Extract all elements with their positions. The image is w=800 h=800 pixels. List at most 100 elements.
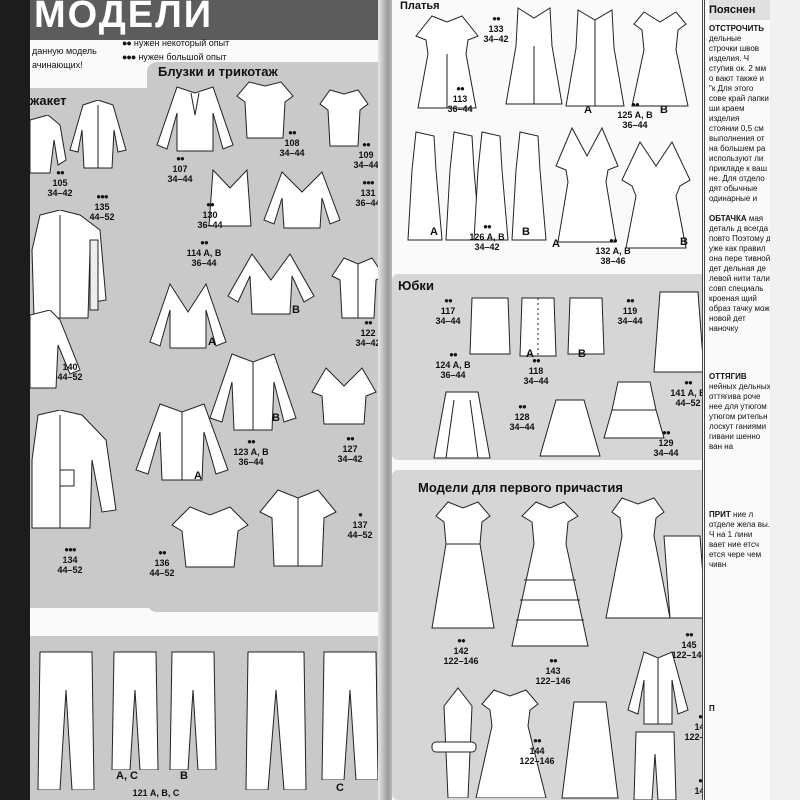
section-title-skirts: Юбки bbox=[398, 278, 434, 293]
pants-sketch bbox=[244, 650, 308, 790]
legend-item: ●●●нужен большой опыт bbox=[122, 52, 227, 62]
tshirt-sketch bbox=[235, 80, 295, 140]
section-title-blouses: Блузки и трикотаж bbox=[158, 64, 278, 79]
shirt-sketch bbox=[134, 402, 230, 482]
variant-letter: B bbox=[522, 226, 530, 238]
dress-sketch bbox=[412, 14, 482, 110]
skirt-sketch bbox=[518, 296, 558, 358]
dress-sketch bbox=[630, 10, 690, 108]
jacket-sketch bbox=[30, 310, 90, 390]
communion-dress-sketch bbox=[428, 500, 498, 630]
right-edge bbox=[770, 0, 800, 800]
dress-sketch bbox=[618, 140, 694, 250]
top-sketch bbox=[205, 168, 255, 228]
blouse-sketch bbox=[155, 85, 235, 155]
explanation-paragraph: ОБТАЧКА мая деталь д всегда повто Поэтом… bbox=[709, 214, 770, 333]
shirt-sketch bbox=[208, 352, 298, 432]
variant-letter: B bbox=[180, 770, 188, 782]
dress-sketch bbox=[406, 130, 482, 242]
variant-letter: A bbox=[552, 238, 560, 250]
variant-letter: A bbox=[526, 348, 534, 360]
explanation-paragraph: ОТСТРОЧИТЬ дельные строчки швов изделия.… bbox=[709, 24, 769, 203]
jacket-sketch bbox=[626, 650, 690, 726]
dress-sketch bbox=[564, 8, 626, 108]
section-title-jacket: жакет bbox=[30, 93, 67, 108]
skirt-sketch bbox=[602, 380, 666, 440]
variant-letter: A bbox=[584, 104, 592, 116]
pants-sketch bbox=[632, 730, 678, 800]
explanations-title: Пояснен bbox=[709, 0, 770, 20]
pants-sketch bbox=[110, 650, 160, 770]
section-title-communion: Модели для первого причастия bbox=[418, 480, 623, 495]
variant-letter: A, C bbox=[116, 770, 138, 782]
skirt-sketch bbox=[560, 700, 620, 800]
legend-item: ачинающих! bbox=[32, 60, 83, 70]
skirt-sketch bbox=[566, 296, 606, 356]
dress-sketch bbox=[552, 126, 622, 244]
tshirt-sketch bbox=[318, 88, 370, 148]
variant-letter: A bbox=[430, 226, 438, 238]
skirt-sketch bbox=[468, 296, 512, 356]
top-sketch bbox=[262, 170, 342, 230]
tshirt-sketch bbox=[170, 505, 250, 569]
shirt-sketch bbox=[330, 256, 385, 320]
tshirt-sketch bbox=[258, 488, 338, 568]
pants-sketch bbox=[168, 650, 218, 770]
model-label: 121 A, B, C bbox=[132, 788, 180, 798]
explanations-column: Пояснен ОТСТРОЧИТЬ дельные строчки швов … bbox=[702, 0, 770, 800]
explanation-paragraph: П bbox=[709, 704, 715, 713]
header-band: МОДЕЛИ bbox=[30, 0, 385, 40]
variant-letter: B bbox=[578, 348, 586, 360]
jacket-sketch bbox=[30, 115, 70, 175]
explanation-paragraph: ПРИТ ние л отделе жела вы. Ч на 1 лини в… bbox=[709, 510, 770, 569]
jacket-sketch bbox=[68, 100, 128, 170]
explanation-paragraph: ОТТЯГИВ нейных дельных оттягива роче нее… bbox=[709, 372, 770, 451]
coat-sketch bbox=[30, 410, 120, 530]
jacket-sketch bbox=[30, 210, 110, 320]
communion-dress-sketch bbox=[428, 686, 558, 798]
variant-letter: C bbox=[336, 782, 344, 794]
skirt-sketch bbox=[432, 390, 492, 460]
pants-sketch bbox=[36, 650, 96, 790]
legend-item: данную модель bbox=[32, 46, 97, 56]
variant-letter: B bbox=[272, 412, 280, 424]
sweater-sketch bbox=[148, 282, 228, 352]
variant-letter: B bbox=[292, 304, 300, 316]
skirt-sketch bbox=[538, 398, 602, 458]
variant-letter: B bbox=[680, 236, 688, 248]
left-page: МОДЕЛИ данную модель ачинающих! ●●нужен … bbox=[30, 0, 385, 800]
dress-sketch bbox=[504, 6, 564, 106]
communion-dress-sketch bbox=[604, 496, 708, 620]
variant-letter: A bbox=[194, 470, 202, 482]
